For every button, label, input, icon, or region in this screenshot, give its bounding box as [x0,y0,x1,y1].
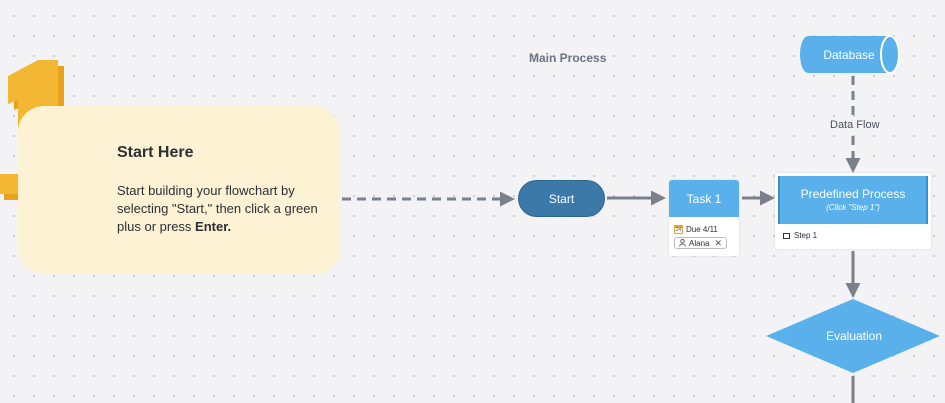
database-label: Database [823,48,875,62]
task-due-date[interactable]: 24 Due 4/11 [674,225,718,234]
start-node-label: Start [548,191,575,206]
predefined-process-subtitle: (Click "Step 1") [826,203,880,212]
user-icon [679,239,686,247]
evaluation-node[interactable] [766,299,940,373]
start-here-title: Start Here [117,144,194,161]
start-node[interactable]: Start [518,180,605,217]
start-here-description-text: Start building your flowchart by selecti… [117,183,318,234]
close-icon[interactable]: ✕ [714,237,723,248]
enter-key-label: Enter. [195,219,232,234]
predefined-process-header[interactable]: Predefined Process (Click "Step 1") [778,176,928,224]
evaluation-label: Evaluation [825,329,883,343]
predefined-process-title: Predefined Process [800,187,906,201]
step-link-icon [783,232,790,239]
task-card-header[interactable]: Task 1 [669,180,739,217]
task-assignee-chip[interactable]: Alana ✕ [674,237,728,249]
start-here-description: Start building your flowchart by selecti… [117,182,322,236]
assignee-name: Alana [689,238,710,248]
calendar-icon: 24 [674,225,683,234]
main-process-label[interactable]: Main Process [529,51,607,65]
predefined-process-card[interactable]: Predefined Process (Click "Step 1") Step… [775,173,931,249]
task-due-text: Due 4/11 [686,225,718,234]
data-flow-label[interactable]: Data Flow [830,119,880,131]
step-1-link[interactable]: Step 1 [783,231,817,240]
database-node[interactable] [800,35,900,74]
start-here-card[interactable] [18,106,340,274]
step-1-label: Step 1 [794,231,818,240]
task-card[interactable]: Task 1 24 Due 4/11 Alana ✕ [669,180,739,256]
task-title: Task 1 [686,191,722,206]
